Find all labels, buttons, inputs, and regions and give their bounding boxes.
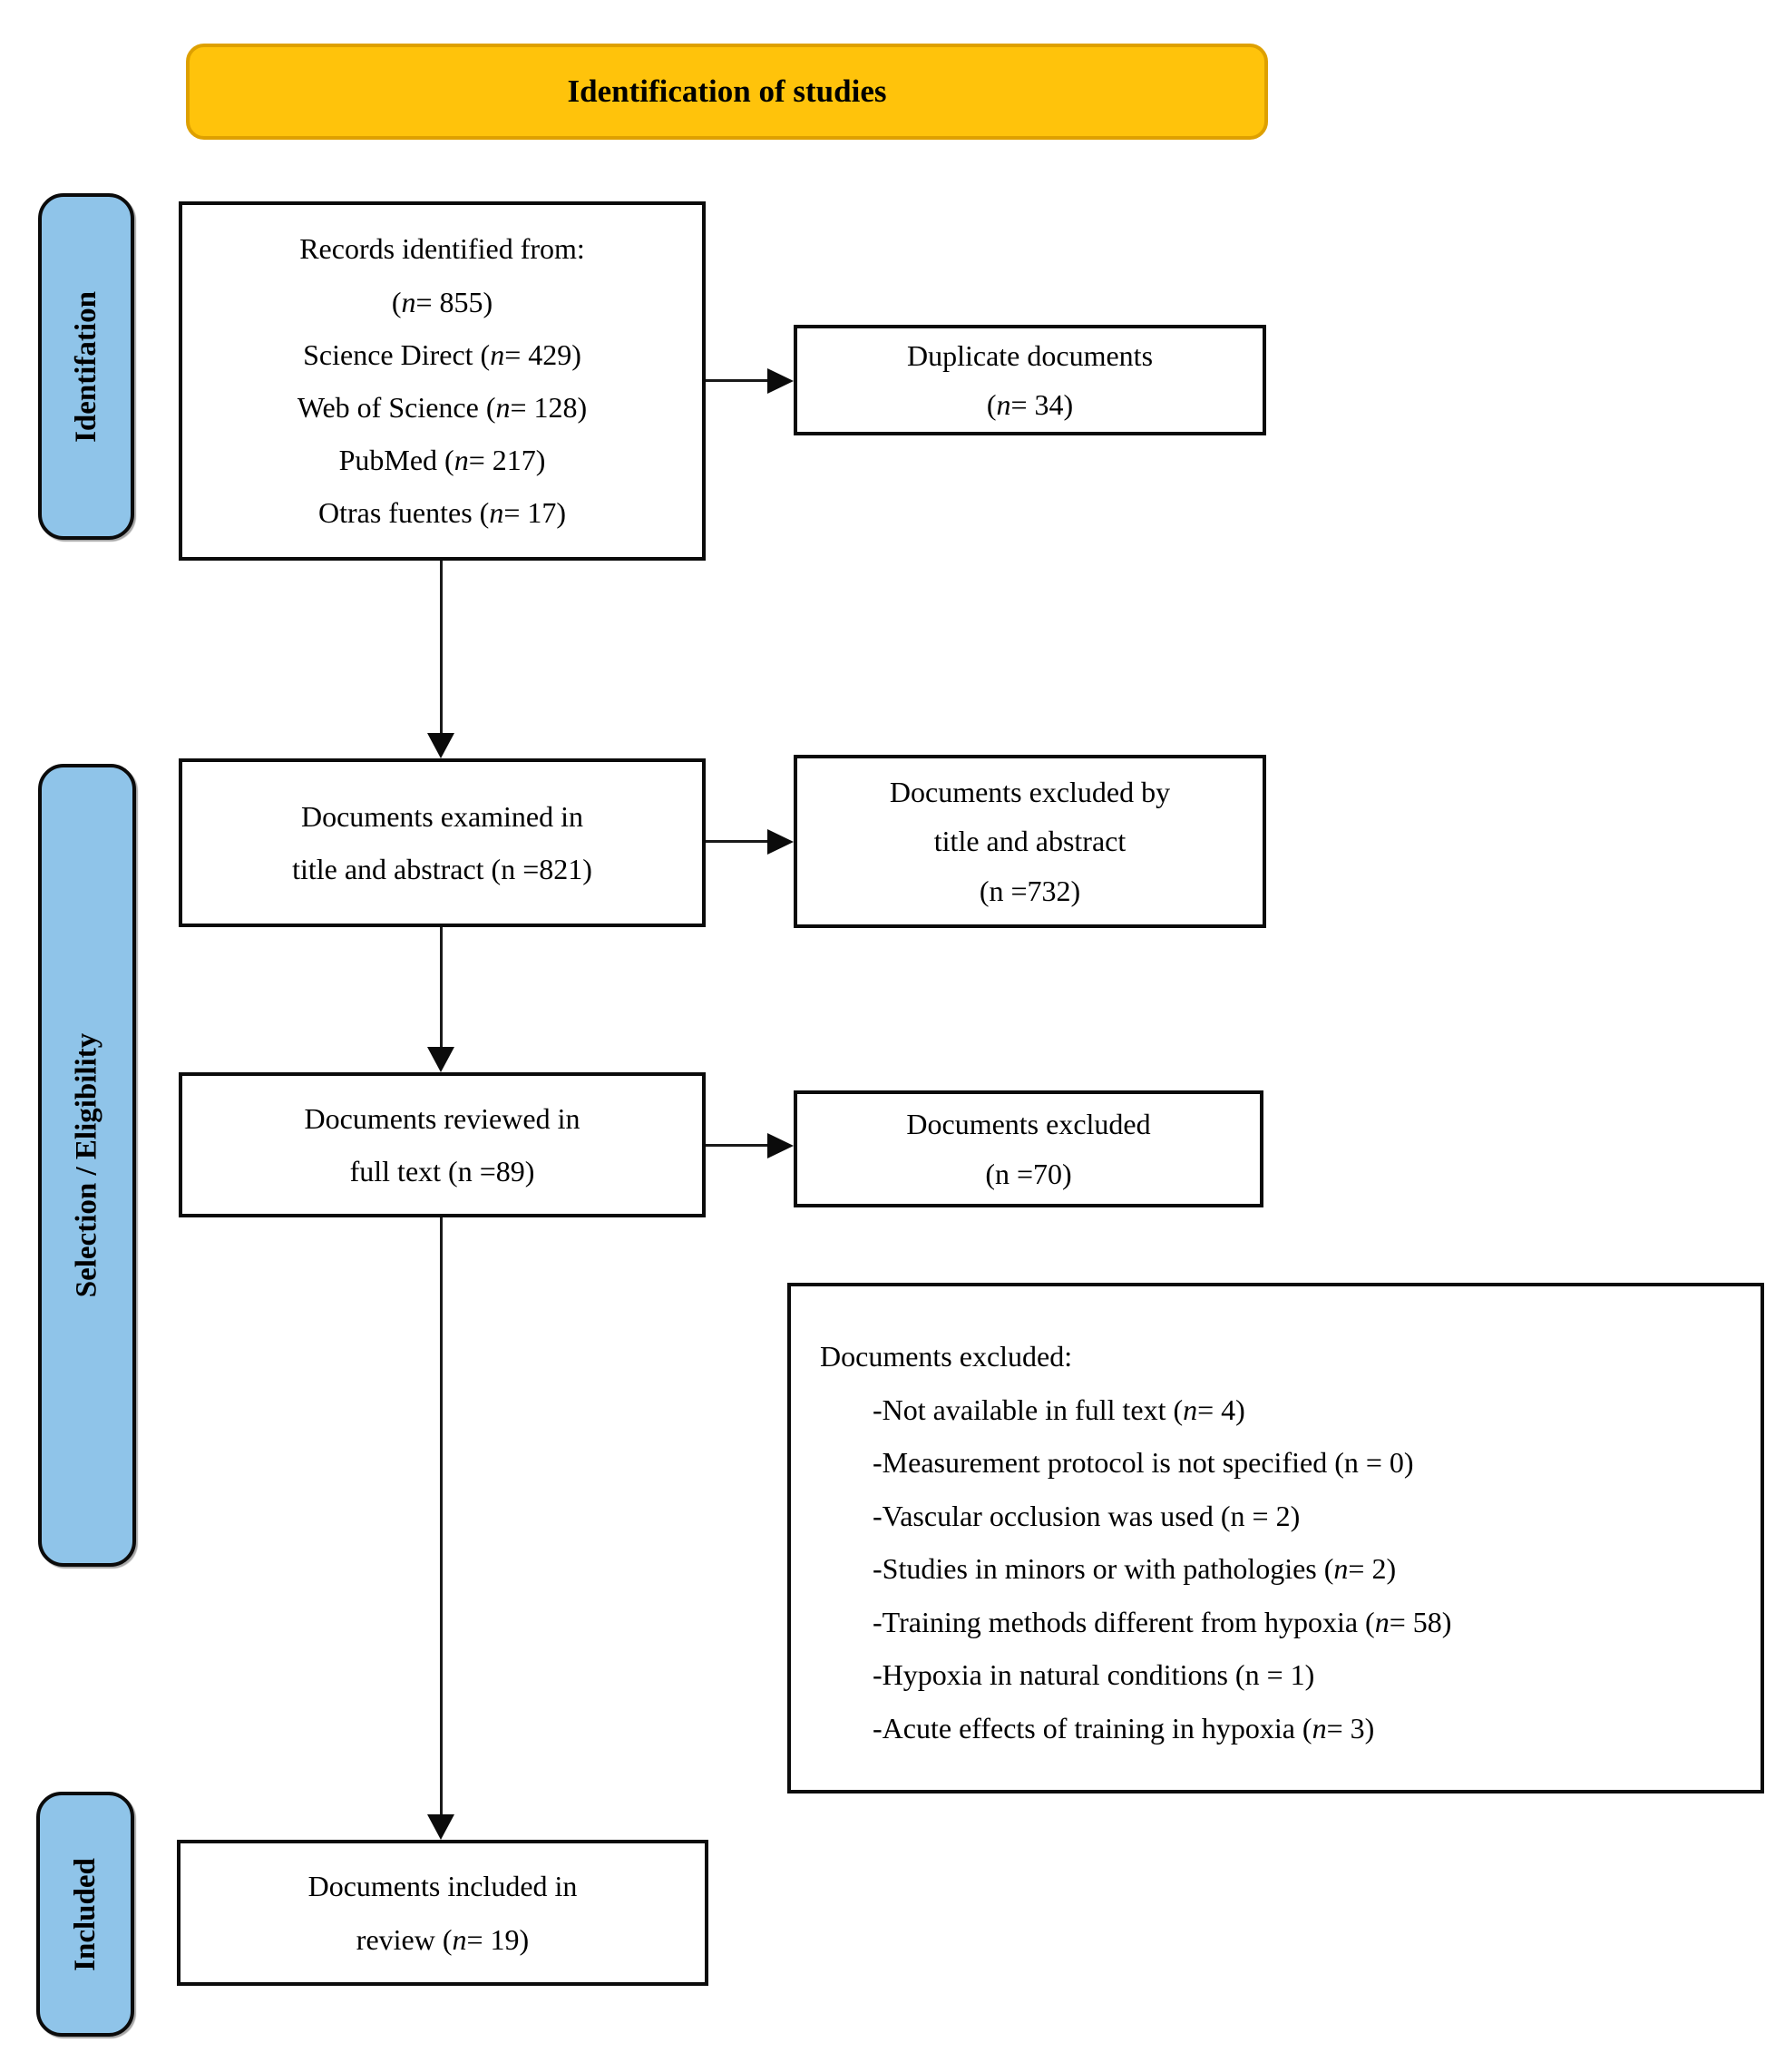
stage-label-selection-eligibility-text: Selection / Eligibility <box>70 1032 103 1298</box>
duplicate-documents-box: Duplicate documents(n= 34) <box>794 325 1266 435</box>
arrow-reviewed-to-excluded-line <box>706 1144 769 1147</box>
arrow-examined-to-excluded-line <box>706 840 769 843</box>
arrow-reviewed-to-included-head <box>427 1814 454 1840</box>
stage-label-selection-eligibility: Selection / Eligibility <box>38 764 136 1567</box>
arrow-examined-to-reviewed-head <box>427 1047 454 1072</box>
arrow-reviewed-to-included-line <box>440 1217 443 1814</box>
exclusion-reasons-list: -Not available in full text (n= 4)-Measu… <box>873 1393 1452 1745</box>
banner-title: Identification of studies <box>567 73 887 109</box>
stage-label-included: Included <box>36 1792 134 2037</box>
arrow-examined-to-excluded-head <box>767 829 794 855</box>
arrow-records-to-duplicates-head <box>767 368 794 394</box>
exclusion-reasons-title: Documents excluded: <box>820 1340 1073 1373</box>
identification-of-studies-banner: Identification of studies <box>186 44 1268 140</box>
documents-excluded-fulltext-box: Documents excluded(n =70) <box>794 1090 1263 1207</box>
arrow-records-to-duplicates-line <box>706 379 769 382</box>
stage-label-identification-text: Identifation <box>69 290 102 443</box>
stage-label-identification: Identifation <box>38 193 134 540</box>
arrow-examined-to-reviewed-line <box>440 927 443 1047</box>
exclusion-reasons-box: Documents excluded: -Not available in fu… <box>787 1283 1764 1793</box>
arrow-reviewed-to-excluded-head <box>767 1133 794 1158</box>
arrow-records-to-examined-head <box>427 733 454 758</box>
arrow-records-to-examined-line <box>440 561 443 735</box>
records-identified-box: Records identified from:(n= 855)Science … <box>179 201 706 561</box>
stage-label-included-text: Included <box>68 1857 102 1971</box>
